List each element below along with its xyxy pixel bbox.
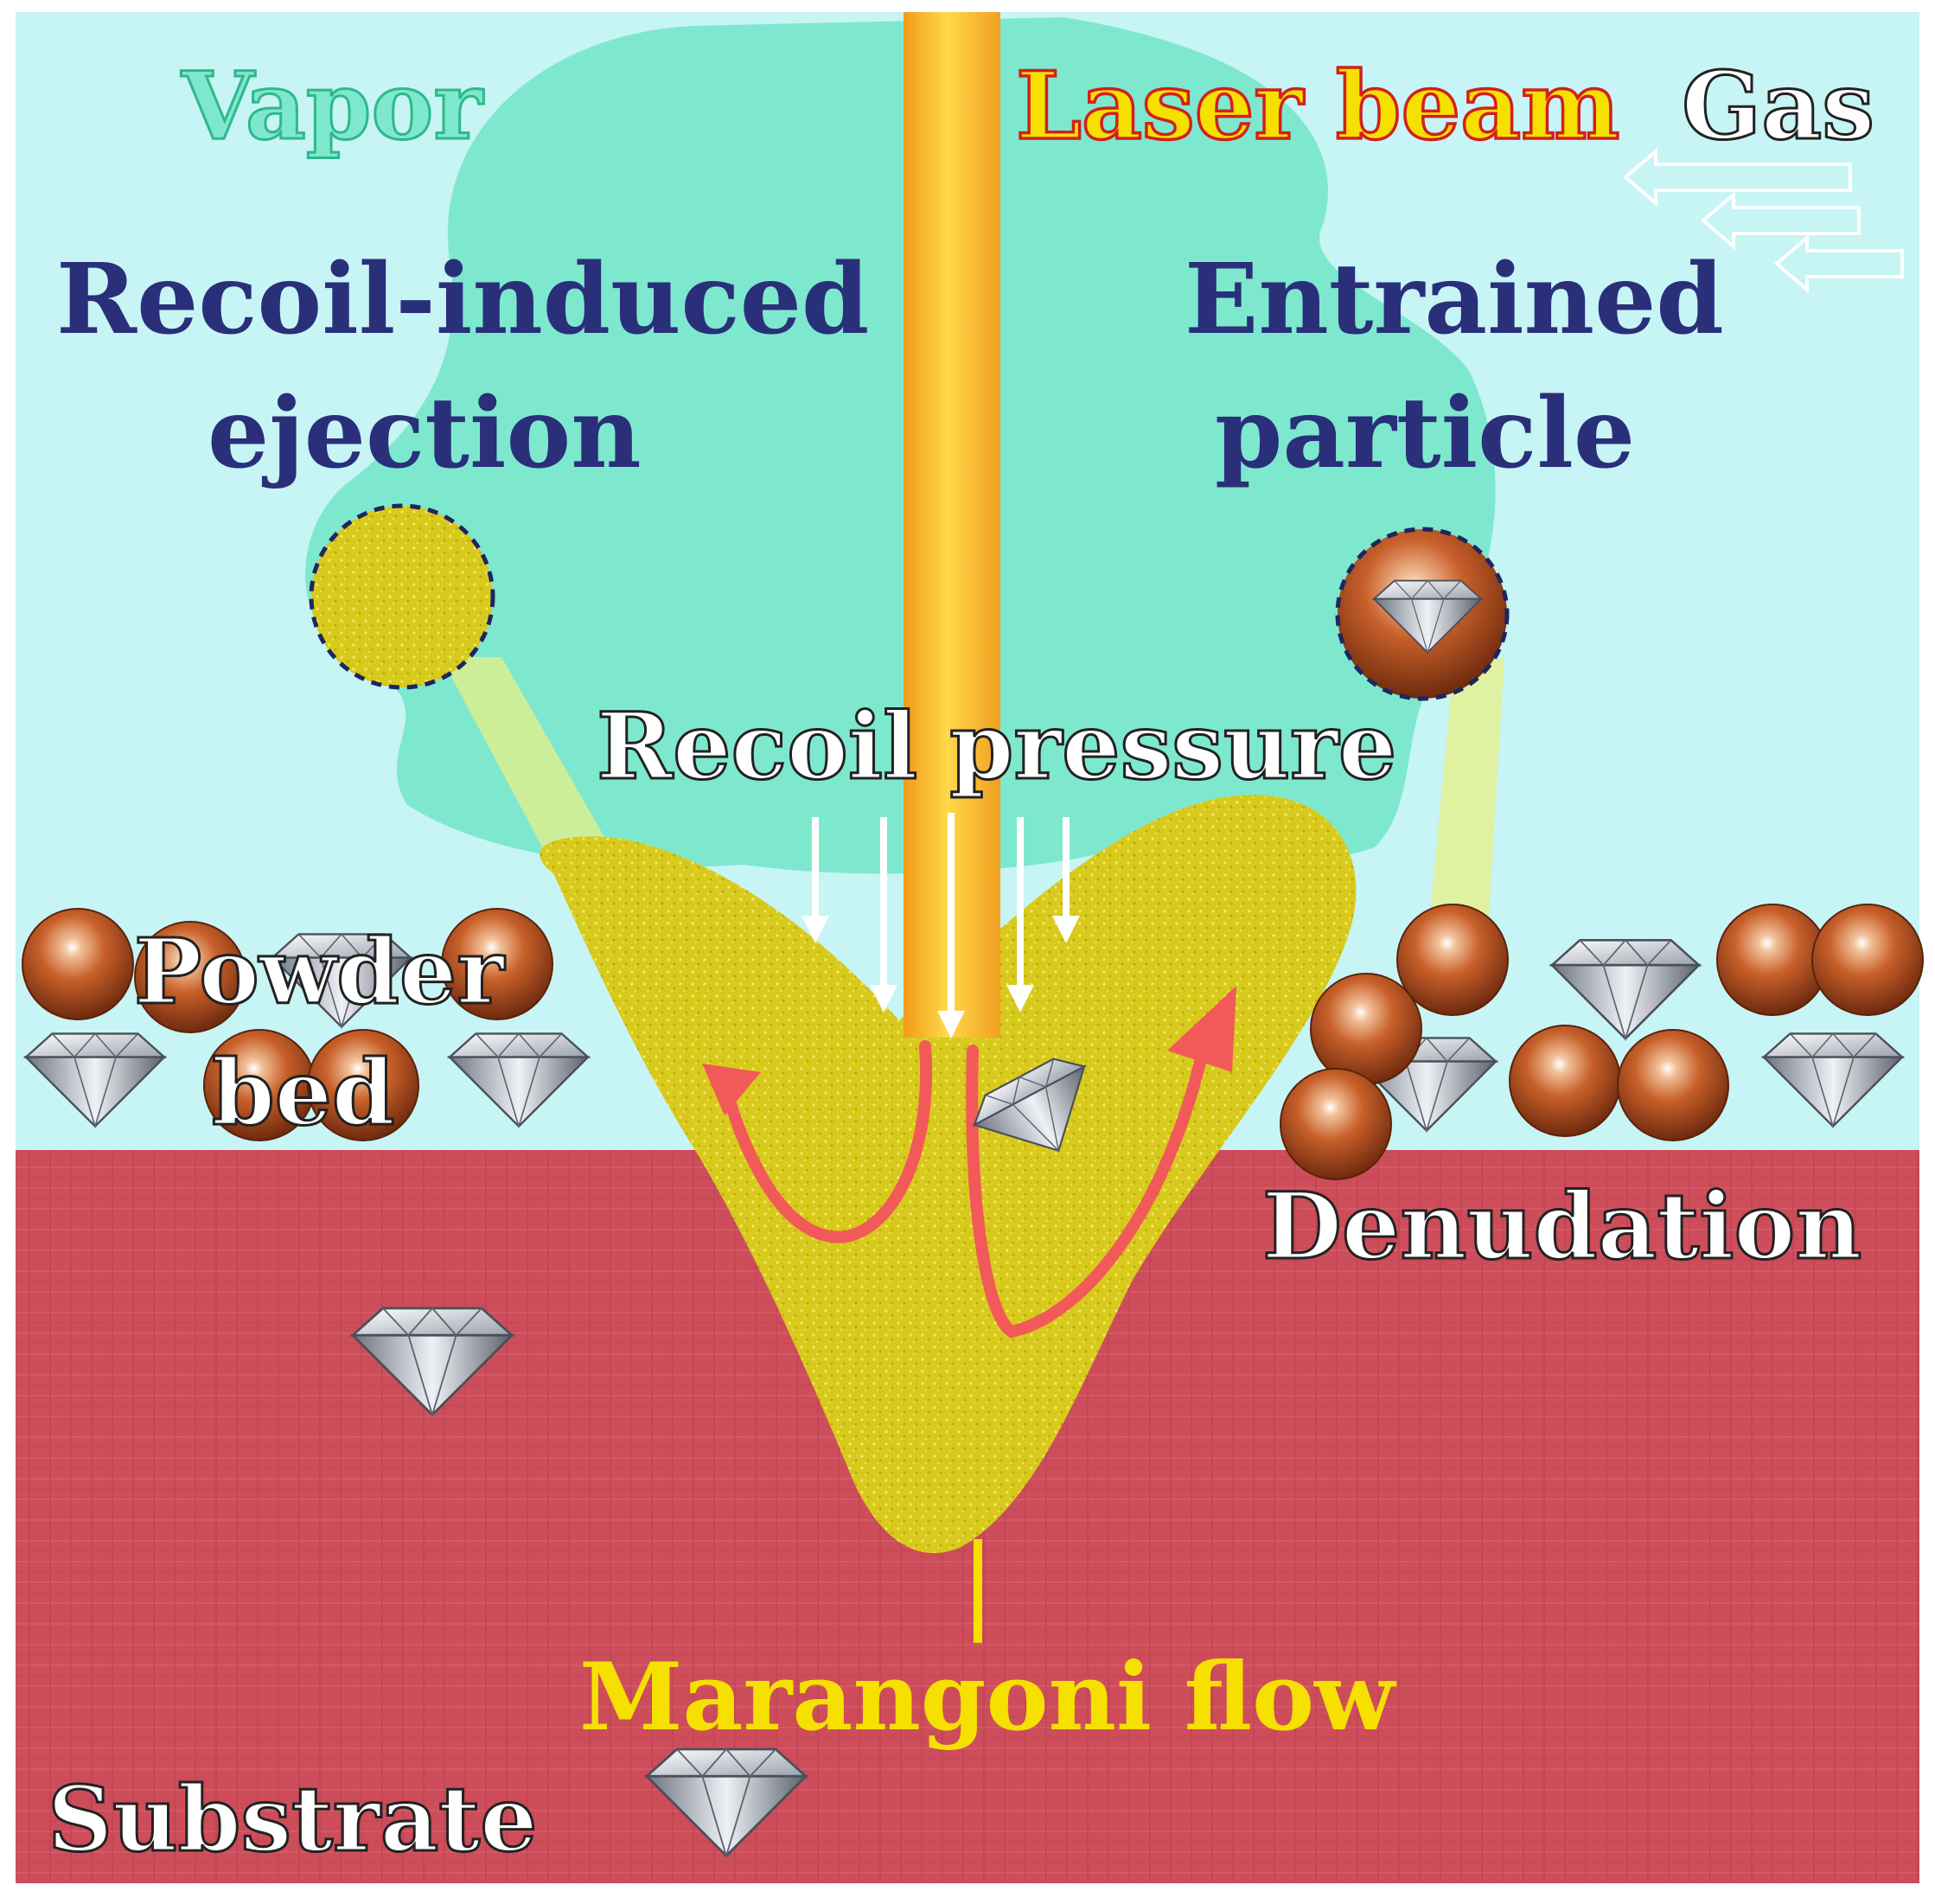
entrained-trail [1427,657,1504,951]
copper-sphere-icon [1396,904,1509,1016]
label-marangoni-flow: Marangoni flow [579,1643,1397,1752]
copper-sphere-icon [1509,1025,1621,1137]
flow-arrowhead-right [1167,986,1236,1072]
gas-arrow-icon [1700,190,1861,251]
gas-arrow-icon [1773,233,1904,294]
copper-sphere-icon [1280,1068,1392,1180]
gas-arrows [1622,147,1904,294]
ejected-droplet [309,503,495,690]
flow-arrow-right [966,1045,1208,1339]
copper-sphere-icon [1617,1029,1729,1141]
label-powder-bed-line1: Powder [134,918,505,1025]
label-laser-beam: Laser beam [1016,52,1619,161]
label-substrate: Substrate [48,1766,537,1872]
vapor-plume [305,17,1496,874]
label-powder-bed-line2: bed [212,1039,395,1146]
label-vapor: Vapor [181,52,484,161]
copper-sphere-icon [22,908,134,1020]
copper-sphere-icon [1310,973,1422,1085]
label-gas: Gas [1682,52,1874,161]
flow-arrowhead-left [702,1064,761,1115]
label-recoil-ejection-line1: Recoil-induced [56,243,869,356]
marangoni-flow-arrows [720,1040,1208,1339]
label-recoil-ejection-line2: ejection [208,377,642,490]
label-entrained-line2: particle [1215,377,1635,490]
label-denudation: Denudation [1262,1172,1862,1280]
marangoni-pointer [974,1539,982,1643]
entrained-particle [1335,527,1510,701]
recoil-pressure-arrows [801,813,1080,1038]
melt-pool [540,795,1357,1554]
copper-sphere-icon [1811,904,1924,1016]
label-recoil-pressure: Recoil pressure [597,692,1396,800]
label-entrained-line1: Entrained [1185,243,1724,356]
copper-sphere-icon [1716,904,1829,1016]
gas-arrow-icon [1622,147,1852,208]
flow-arrow-left [720,1040,933,1243]
